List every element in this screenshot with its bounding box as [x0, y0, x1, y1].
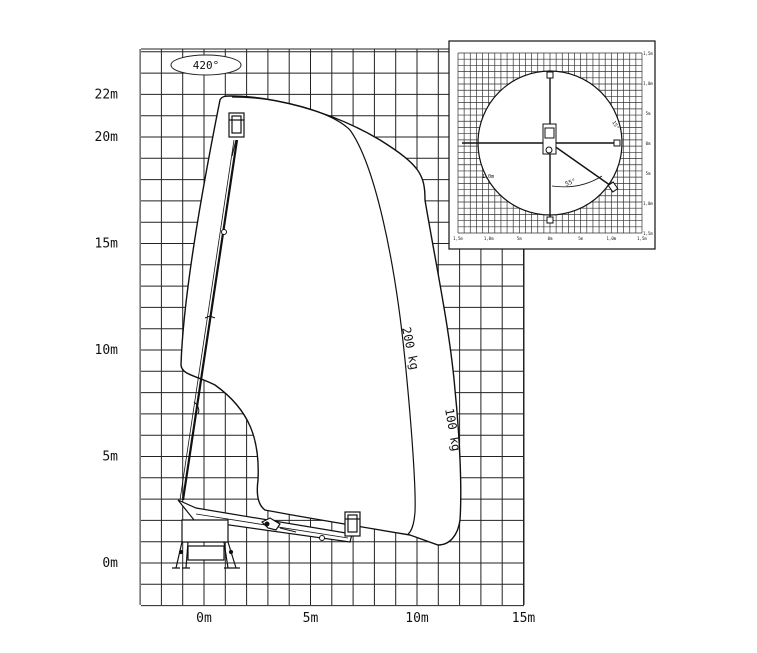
top-view-scale-label: 1,0m — [607, 236, 617, 241]
y-axis-label: 5m — [102, 450, 118, 465]
boom-raised — [179, 139, 239, 501]
top-view-side-scale-label: 1,5m — [643, 231, 653, 236]
top-view-angle-label: 55° — [564, 178, 577, 188]
rotation-badge: 420° — [170, 54, 242, 76]
chassis — [172, 519, 240, 569]
y-axis-label: 22m — [95, 87, 119, 102]
top-view-side-scale-label: 1,5m — [643, 51, 653, 56]
top-view-side-label-1: 15° — [610, 120, 620, 131]
boom-raised-upper — [181, 139, 239, 501]
top-view-side-scale-label: 1,0m — [643, 81, 653, 86]
boom-raised-joint-3 — [193, 401, 200, 415]
top-view-side-scale-label: 5m — [646, 111, 651, 116]
x-axis-label: 5m — [303, 611, 319, 626]
top-view-side-scale-label: 5m — [646, 171, 651, 176]
top-view-inset: 55° 15° 1,0m 1,5m 1,0m 5m 0m 5m 1,0m 1,5m 1,5m… — [448, 40, 656, 250]
y-axis-label: 10m — [95, 343, 119, 358]
top-view-side-label-2: 1,0m — [482, 174, 494, 180]
x-axis-label: 10m — [405, 611, 429, 626]
top-view-scale-label: 5m — [517, 236, 522, 241]
envelope-200kg — [231, 96, 416, 535]
y-axis-label: 20m — [95, 130, 119, 145]
boom-lowered-cylinder — [260, 517, 281, 531]
boom-lowered — [177, 499, 353, 543]
y-axis-labels: 22m 20m 15m 10m 5m 0m — [95, 87, 119, 571]
boom-raised-joint-1 — [221, 229, 227, 235]
top-view-scale-label: 1,5m — [637, 236, 647, 241]
y-axis-label: 0m — [102, 556, 118, 571]
basket-lowered — [344, 511, 361, 537]
envelopes — [180, 95, 462, 546]
x-axis-labels: 0m 5m 10m 15m — [196, 611, 535, 626]
x-axis-label: 15m — [512, 611, 536, 626]
top-view-scale-label: 1,5m — [453, 236, 463, 241]
top-view-scale-label: 5m — [578, 236, 583, 241]
boom-lowered-joint — [319, 535, 325, 541]
top-view-scale-label: 1,0m — [484, 236, 494, 241]
boom-raised-joint-2 — [204, 315, 216, 319]
top-view-scale-labels: 1,5m 1,0m 5m 0m 5m 1,0m 1,5m — [453, 236, 647, 241]
rotation-badge-label: 420° — [193, 59, 220, 72]
y-axis-label: 15m — [95, 237, 119, 252]
x-axis-label: 0m — [196, 611, 212, 626]
top-view-side-scale-label: 1,0m — [643, 201, 653, 206]
top-view-side-scale: 1,5m 1,0m 5m 0m 5m 1,0m 1,5m — [643, 51, 653, 236]
basket-raised — [228, 112, 245, 138]
envelope-100kg — [180, 95, 462, 546]
top-view-side-scale-label: 0m — [646, 141, 651, 146]
top-view-scale-label: 0m — [548, 236, 553, 241]
